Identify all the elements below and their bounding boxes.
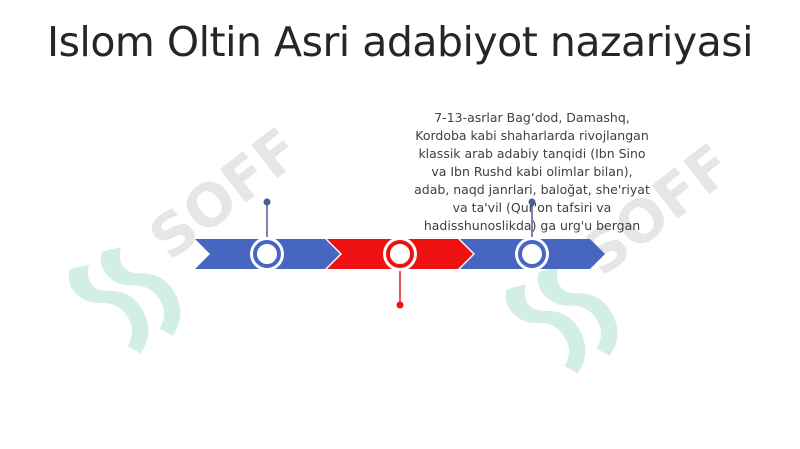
timeline-marker-3 [515, 198, 549, 271]
soff-logo-icon [505, 266, 618, 374]
soff-logo-icon [68, 246, 181, 354]
timeline-caption: 7-13-asrlar Bag‘dod, Damashq, Kordoba ka… [414, 110, 650, 233]
slide-title: Islom Oltin Asri adabiyot nazariyasi [46, 18, 754, 66]
timeline-marker-2 [383, 237, 417, 309]
timeline-marker-1 [250, 198, 284, 271]
